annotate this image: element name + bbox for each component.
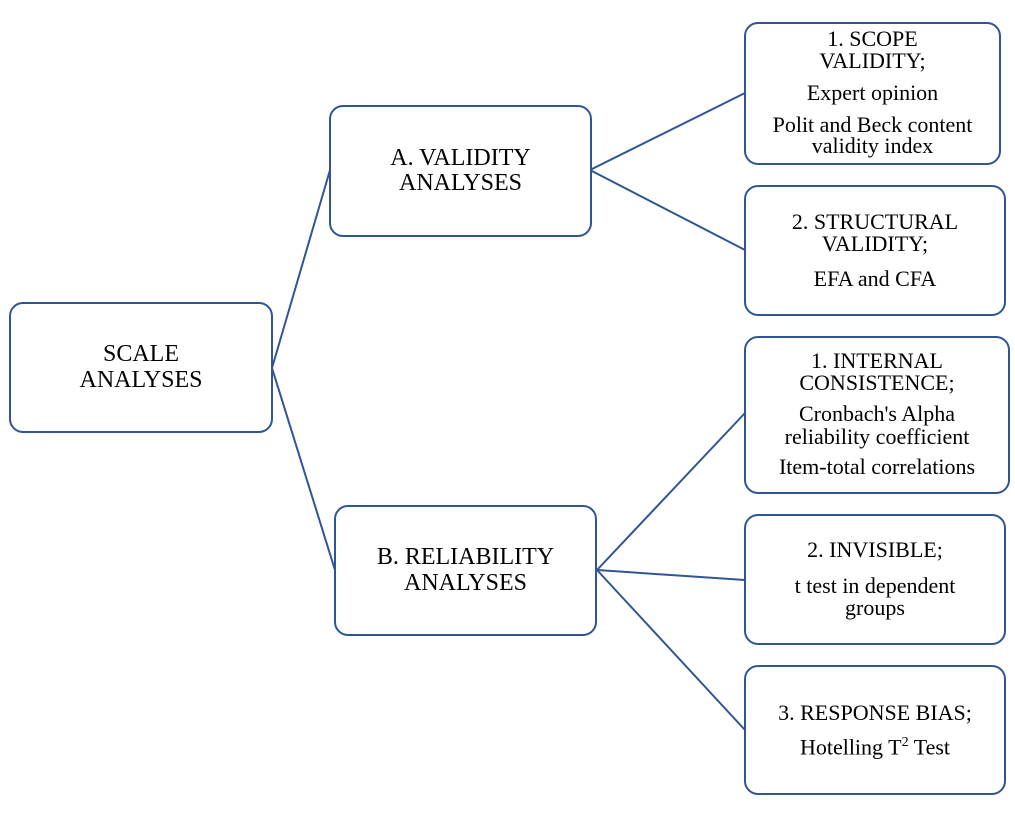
root-label-line-1: SCALE <box>102 341 179 368</box>
validity-label-line-2: ANALYSES <box>399 170 522 196</box>
scope-heading-line-1: 1. SCOPE <box>827 26 918 52</box>
bias-item-text-end: Test <box>908 733 951 759</box>
root-label-line-2: ANALYSES <box>79 366 203 393</box>
connector-root-validity <box>271 169 331 369</box>
reliability-label-line-1: B. RELIABILITY <box>376 544 555 571</box>
invisible-heading: 2. INVISIBLE; <box>807 537 943 563</box>
connector-reliability-internal <box>596 412 746 571</box>
bias-item-hotelling-t2-test: Hotelling T2 Test <box>799 733 951 759</box>
internal-item-item-total-correlations: Item-total correlations <box>778 453 976 479</box>
invisible-node: 2. INVISIBLE; t test in dependent groups <box>744 514 1006 645</box>
connector-validity-scope <box>589 92 746 171</box>
bias-heading: 3. RESPONSE BIAS; <box>778 700 972 726</box>
structural-validity-node: 2. STRUCTURAL VALIDITY; EFA and CFA <box>744 185 1006 316</box>
connector-reliability-bias <box>596 569 746 731</box>
scope-heading-line-2: VALIDITY; <box>819 47 926 73</box>
connector-root-reliability <box>271 367 336 571</box>
reliability-analyses-node: B. RELIABILITY ANALYSES <box>334 505 597 636</box>
bias-item-superscript: 2 <box>901 734 909 750</box>
root-node: SCALE ANALYSES <box>9 302 273 433</box>
connector-reliability-invisible <box>596 569 746 581</box>
scope-item-expert-opinion: Expert opinion <box>806 79 939 105</box>
structural-heading-line-1: 2. STRUCTURAL <box>791 208 959 234</box>
validity-analyses-node: A. VALIDITY ANALYSES <box>329 105 592 237</box>
internal-consistence-node: 1. INTERNAL CONSISTENCE; Cronbach's Alph… <box>744 336 1010 494</box>
reliability-label-line-2: ANALYSES <box>404 569 527 596</box>
internal-heading-line-1: 1. INTERNAL <box>811 348 943 374</box>
structural-item-efa-cfa: EFA and CFA <box>813 266 937 292</box>
scope-item-content-validity-index: Polit and Beck content validity index <box>772 111 973 159</box>
internal-heading-line-2: CONSISTENCE; <box>799 369 955 395</box>
connector-validity-structural <box>589 169 746 251</box>
validity-label-line-1: A. VALIDITY <box>390 144 531 171</box>
internal-item-cronbach-alpha: Cronbach's Alpha reliability coefficient <box>784 401 970 449</box>
response-bias-node: 3. RESPONSE BIAS; Hotelling T2 Test <box>744 665 1006 795</box>
scope-validity-node: 1. SCOPE VALIDITY; Expert opinion Polit … <box>744 22 1001 165</box>
structural-heading-line-2: VALIDITY; <box>821 230 929 256</box>
bias-item-text-main: Hotelling T <box>799 733 902 759</box>
invisible-item-t-test: t test in dependent groups <box>794 572 956 621</box>
